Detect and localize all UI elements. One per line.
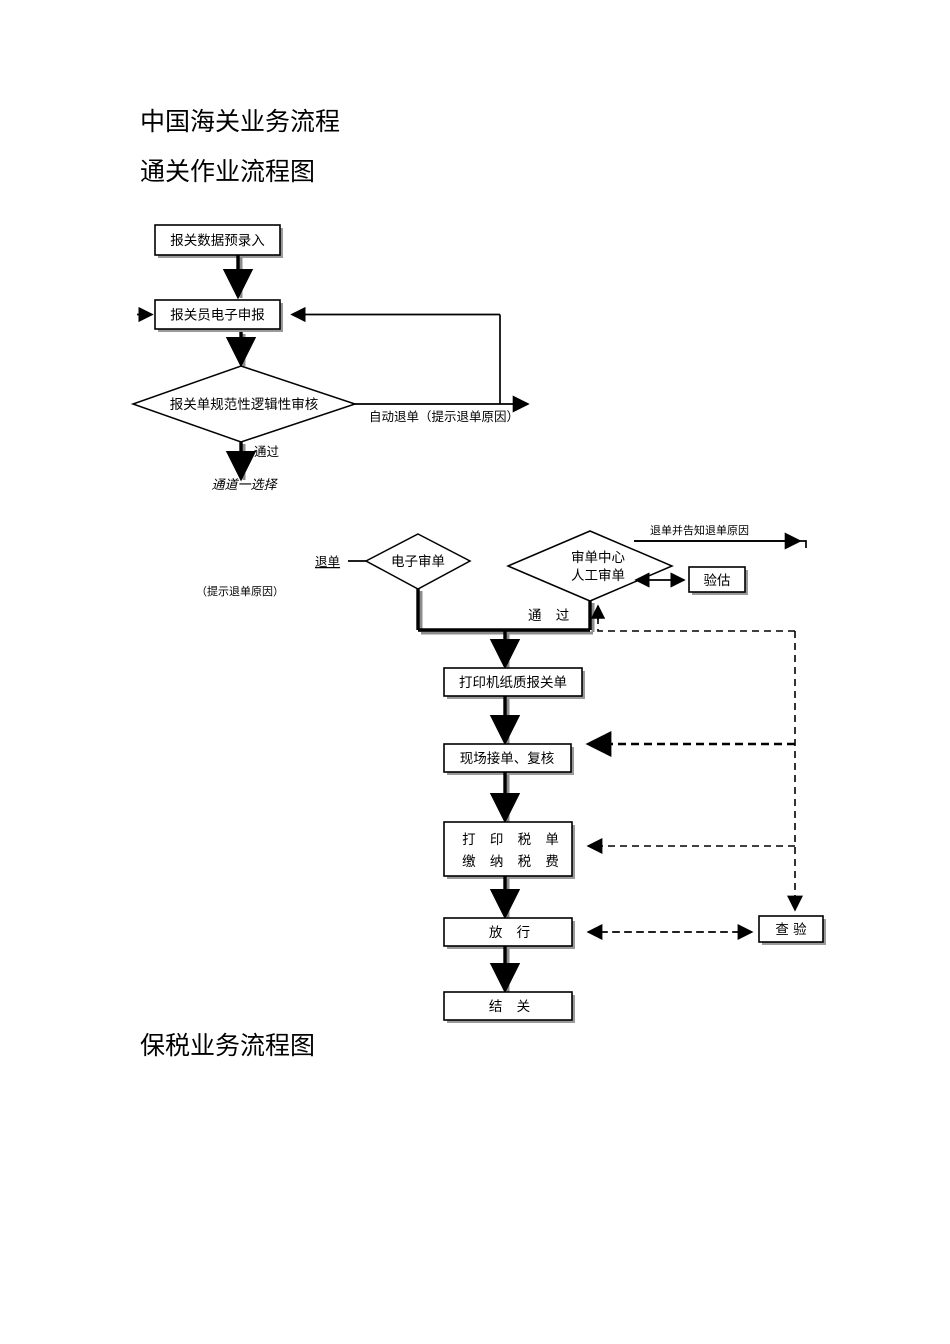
edge-label-return-reason-hint: （提示退单原因） [196, 585, 284, 598]
node-close-customs-label: 结 关 [489, 999, 535, 1015]
node-onsite-receive: 现场接单、复核 [443, 743, 574, 775]
node-inspection-label: 查 验 [775, 922, 807, 938]
node-print-declaration-label: 打印机纸质报关单 [459, 674, 567, 691]
node-inspection: 查 验 [758, 915, 826, 945]
node-validity-check-label: 报关单规范性逻辑性审核 [170, 397, 319, 413]
node-validity-check: 报关单规范性逻辑性审核 [130, 365, 358, 443]
edge-label-channel-select: 通道一选择 [211, 478, 278, 493]
edge-label-passed-1: 通过 [254, 444, 280, 459]
node-print-tax-label-1: 打 印 税 单 [462, 831, 564, 848]
node-close-customs: 结 关 [443, 991, 575, 1023]
node-appraisal: 验估 [688, 566, 748, 595]
node-appraisal-label: 验估 [704, 573, 731, 589]
node-release-label: 放 行 [489, 925, 535, 941]
page-title-main: 中国海关业务流程 [140, 107, 341, 136]
node-broker-declaration: 报关员电子申报 [154, 299, 283, 332]
node-release: 放 行 [443, 917, 575, 949]
edge-label-return-doc: 退单 [315, 554, 340, 569]
edge-label-passed-2: 通 过 [528, 608, 574, 624]
section-title-clearance: 通关作业流程图 [140, 157, 316, 186]
node-onsite-receive-label: 现场接单、复核 [460, 750, 555, 767]
node-electronic-review-label: 电子审单 [391, 554, 445, 570]
node-pre-entry-label: 报关数据预录入 [170, 233, 265, 249]
edge-label-auto-return: 自动退单（提示退单原因） [369, 409, 519, 424]
section-title-bonded: 保税业务流程图 [140, 1031, 316, 1060]
node-pre-entry: 报关数据预录入 [154, 224, 283, 258]
node-review-center-label-1: 审单中心 [571, 550, 625, 566]
node-review-center-label-2: 人工审单 [571, 568, 625, 584]
node-print-tax-label-2: 缴 纳 税 费 [462, 854, 564, 870]
node-broker-declaration-label: 报关员电子申报 [170, 308, 265, 324]
node-electronic-review: 电子审单 [364, 533, 472, 590]
edge-label-return-with-reason: 退单并告知退单原因 [650, 523, 749, 537]
node-print-declaration: 打印机纸质报关单 [443, 667, 585, 699]
node-print-tax: 打 印 税 单 缴 纳 税 费 [443, 821, 575, 879]
